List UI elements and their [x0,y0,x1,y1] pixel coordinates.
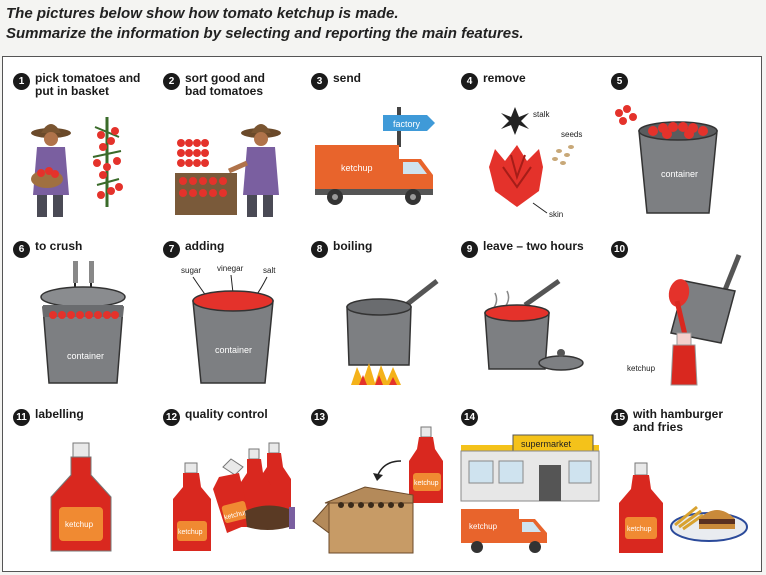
remove-parts-illustration: stalk seeds skin [489,107,582,219]
truck-ketchup-text: ketchup [341,163,373,173]
step-number: 3 [311,73,328,90]
step-11: 11 labelling ketchup [7,403,153,561]
step-number: 9 [461,241,478,258]
step-label: remove [483,71,526,85]
step-2: 2 sort good and bad tomatoes [157,67,303,225]
step-7: 7 adding sugar vinegar salt container [157,235,303,393]
step-6: 6 to crush container [7,235,153,393]
crush-illustration: container [40,261,126,384]
skin-text: skin [549,210,563,219]
step-number: 1 [13,73,30,90]
pour-into-bottle-illustration: ketchup [627,254,742,386]
vinegar-text: vinegar [217,264,244,273]
salt-text: salt [263,266,276,275]
labelled-bottle-illustration: ketchup [50,442,112,552]
bottle-ketchup-text: ketchup [178,529,203,536]
process-diagram: 1 pick tomatoes and put in basket 2 sort… [2,56,762,572]
adding-illustration: sugar vinegar salt container [181,264,276,384]
step-label: adding [185,239,225,253]
step-number: 5 [611,73,628,90]
seeds-text: seeds [561,130,582,139]
heading-line-1: The pictures below show how tomato ketch… [6,5,399,22]
boiling-illustration [346,279,439,385]
step-number: 11 [13,409,30,426]
step-4: 4 remove stalk seeds skin [455,67,601,225]
label-ketchup-text: ketchup [65,520,94,529]
step-1: 1 pick tomatoes and put in basket [7,67,153,225]
bottle-ketchup-text: ketchup [627,526,652,533]
sugar-text: sugar [181,266,201,275]
step-12: 12 quality control ketchup ketchup [157,403,303,561]
step-number: 12 [163,409,180,426]
step-number: 13 [311,409,328,426]
truck-to-factory-illustration: factory ketchup [315,107,435,205]
step-label: pick tomatoes and put in basket [35,71,141,98]
quality-control-illustration: ketchup ketchup [173,442,295,551]
step-label: quality control [185,407,268,421]
step-number: 8 [311,241,328,258]
step-label: sort good and bad tomatoes [185,71,265,98]
step-3: 3 send factory ketchup [305,67,451,225]
page-heading: The pictures below show how tomato ketch… [6,4,524,44]
bottle-ketchup-text: ketchup [414,480,439,487]
step-label: leave – two hours [483,239,584,253]
step-number: 14 [461,409,478,426]
step-number: 15 [611,409,628,426]
stalk-text: stalk [533,110,550,119]
step-8: 8 boiling [305,235,451,393]
supermarket-delivery-illustration: supermarket ketchup [460,434,600,553]
step-number: 10 [611,241,628,258]
heading-line-2: Summarize the information by selecting a… [6,25,524,42]
container-text: container [67,351,104,361]
step-number: 2 [163,73,180,90]
step-15: 15 with hamburger and fries ketchup [605,403,751,561]
supermarket-sign-text: supermarket [521,439,572,449]
container-text: container [215,345,252,355]
step-label: labelling [35,407,84,421]
step-9: 9 leave – two hours [455,235,601,393]
step-10: 10 ketchup [605,235,751,393]
ketchup-text: ketchup [627,364,656,373]
leave-illustration [484,278,584,371]
step-14: 14 supermarket ketchup [455,403,601,561]
factory-sign-text: factory [393,119,421,129]
container-text: container [661,169,698,179]
step-number: 6 [13,241,30,258]
step-label: to crush [35,239,83,253]
step-label: send [333,71,362,85]
sorting-illustration [175,124,281,217]
container-tomatoes-illustration: container [615,105,718,214]
step-label: with hamburger and fries [633,407,724,434]
step-number: 4 [461,73,478,90]
hamburger-and-fries-illustration: ketchup [619,462,748,553]
truck-ketchup-text: ketchup [469,522,498,531]
step-number: 7 [163,241,180,258]
step-label: boiling [333,239,373,253]
step-5: 5 container [605,67,751,225]
step-13: 13 ketchup [305,403,451,561]
picker-illustration [31,117,123,217]
boxing-illustration: ketchup [312,426,443,554]
